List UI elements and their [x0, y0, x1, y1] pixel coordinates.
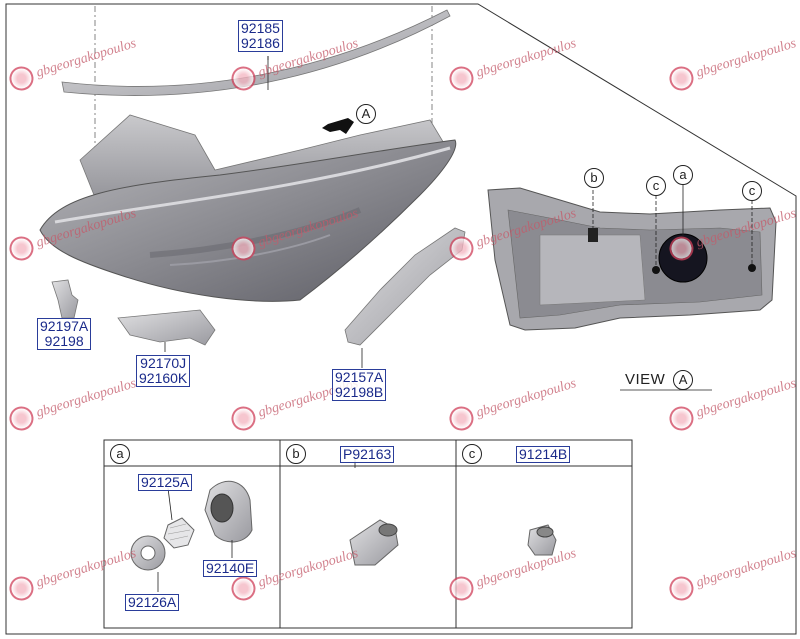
callout-c: c — [742, 181, 762, 201]
part-number-cell-c: 91214B — [516, 446, 571, 463]
table-label-c: c — [462, 444, 482, 464]
callout-b: b — [584, 168, 604, 188]
callout-c: c — [646, 176, 666, 196]
callout-a: a — [673, 165, 693, 185]
frame-outline — [5, 3, 797, 635]
part-number: 92157A — [335, 369, 384, 385]
view-letter: A — [673, 370, 694, 390]
cell-b-part — [349, 458, 399, 566]
part-number-cell-a-ring: 92126A — [125, 594, 180, 611]
parts-table — [103, 439, 633, 629]
part-number-bracket-right: 92157A 92198B — [332, 369, 387, 401]
cell-c-part — [527, 524, 557, 556]
part-number: 92197A — [40, 318, 89, 334]
part-number: 92186 — [241, 35, 280, 51]
part-number: 92198 — [44, 333, 84, 349]
part-number-bracket-left: 92197A 92198 — [37, 318, 92, 350]
table-label-b: b — [286, 444, 306, 464]
part-number: 92160K — [139, 370, 188, 386]
part-number: 92185 — [241, 20, 280, 36]
part-number-cell-a-socket: 92140E — [203, 560, 258, 577]
part-number-cell-a-cap: 92125A — [138, 474, 193, 491]
cell-a-parts — [130, 480, 253, 592]
top-trim-strip — [61, 9, 451, 96]
table-label-a: a — [110, 444, 130, 464]
headlamp-lens — [39, 139, 457, 302]
bracket-left — [51, 279, 79, 319]
view-text: VIEW — [625, 371, 666, 388]
view-label: VIEW A — [625, 370, 694, 390]
part-number: 92198B — [335, 384, 384, 400]
part-number-cell-b: P92163 — [340, 446, 395, 463]
callout-view-a: A — [356, 104, 376, 124]
bracket-mid — [117, 309, 216, 346]
part-number: 92170J — [140, 355, 187, 371]
part-number-bracket-mid: 92170J 92160K — [136, 355, 191, 387]
part-number-top-strip: 92185 92186 — [238, 20, 283, 52]
